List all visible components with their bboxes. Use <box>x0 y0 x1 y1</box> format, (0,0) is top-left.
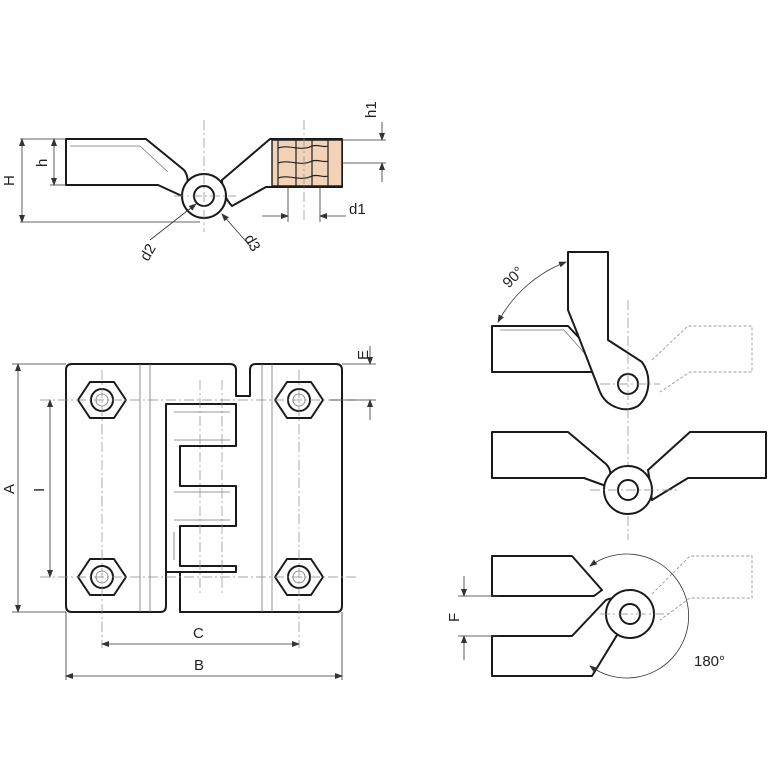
label-d2: d2 <box>137 241 160 264</box>
view-90-degrees <box>491 251 753 540</box>
label-E: E <box>355 350 372 360</box>
label-I: I <box>31 488 48 492</box>
knuckle-teeth <box>165 403 237 573</box>
ghost-leaf-90 <box>651 325 753 393</box>
label-180-degrees: 180° <box>694 653 725 670</box>
label-C: C <box>193 625 204 642</box>
label-d1: d1 <box>349 201 366 218</box>
label-h1: h1 <box>363 101 380 118</box>
front-view <box>12 346 376 680</box>
view-flat <box>491 431 767 515</box>
label-90-degrees: 90° <box>499 263 527 291</box>
label-B: B <box>194 657 204 674</box>
label-h: h <box>34 159 51 167</box>
view-180-degrees <box>458 553 753 679</box>
label-H: H <box>1 175 18 186</box>
label-A: A <box>1 484 18 494</box>
top-side-view <box>19 120 386 247</box>
ghost-leaf-180 <box>651 555 753 621</box>
label-F: F <box>446 613 463 622</box>
left-leaf-flat <box>491 431 612 487</box>
vertical-leaf-90 <box>567 251 650 411</box>
upper-leaf-180 <box>491 555 603 597</box>
left-leaf <box>65 138 189 197</box>
label-d3: d3 <box>241 232 264 255</box>
